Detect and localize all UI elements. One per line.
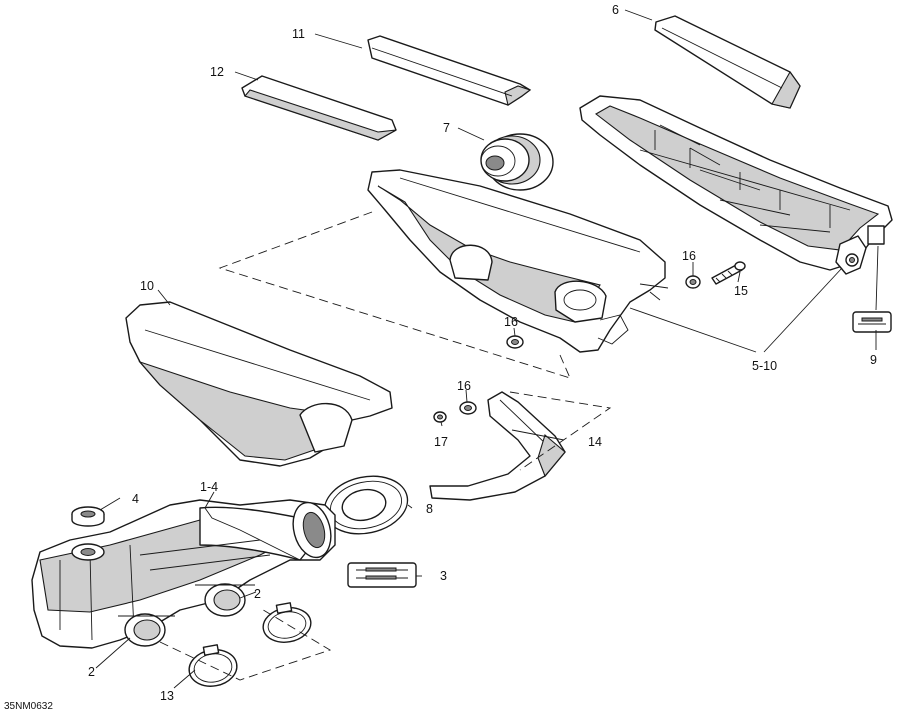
callout-16-middle: 16 [504,315,518,329]
callout-13: 13 [160,689,174,703]
callout-5-10: 5-10 [752,359,777,373]
part-4-grommet[interactable] [71,506,105,527]
callout-16-lower: 16 [457,379,471,393]
part-9-label[interactable] [852,311,892,333]
part-7-grommet[interactable] [480,133,554,191]
part-14-strap[interactable] [429,391,566,501]
callout-12: 12 [210,65,224,79]
part-16-washer-lower[interactable] [459,401,477,415]
callout-6: 6 [612,3,619,17]
part-17-nut[interactable] [433,411,447,423]
part-3-label[interactable] [347,562,417,588]
callout-17: 17 [434,435,448,449]
callout-15: 15 [734,284,748,298]
part-11-foam-strip[interactable] [367,35,532,106]
callout-8: 8 [426,502,433,516]
callout-9: 9 [870,353,877,367]
callout-1-4: 1-4 [200,480,218,494]
part-5-10-air-box-cover[interactable] [367,169,669,353]
callout-14: 14 [588,435,602,449]
part-16-washer-upper[interactable] [685,275,701,289]
part-15-screw[interactable] [711,261,746,285]
part-6-foam-strip[interactable] [654,15,801,109]
callout-2-right: 2 [254,587,261,601]
leader-lines [95,9,879,689]
callout-4: 4 [132,492,139,506]
callout-3: 3 [440,569,447,583]
callout-7: 7 [443,121,450,135]
part-1-4-air-box-base[interactable] [31,498,337,649]
part-13-clamp-bottom[interactable] [186,644,240,690]
callout-labels: 6 11 12 7 10 16 15 16 5-10 9 16 17 14 8 … [4,3,877,712]
part-5-10-air-box-housing[interactable] [579,95,893,275]
callout-16-upper: 16 [682,249,696,263]
callout-2-left: 2 [88,665,95,679]
callout-10: 10 [140,279,154,293]
part-12-foam-strip[interactable] [241,75,397,141]
drawing-code: 35NM0632 [4,701,53,712]
assembly-guide-lines [159,211,612,681]
part-16-washer-middle[interactable] [506,335,524,349]
part-10-foam-piece[interactable] [125,301,393,467]
part-2-clamp-right[interactable] [260,602,313,646]
callout-11: 11 [292,27,305,41]
